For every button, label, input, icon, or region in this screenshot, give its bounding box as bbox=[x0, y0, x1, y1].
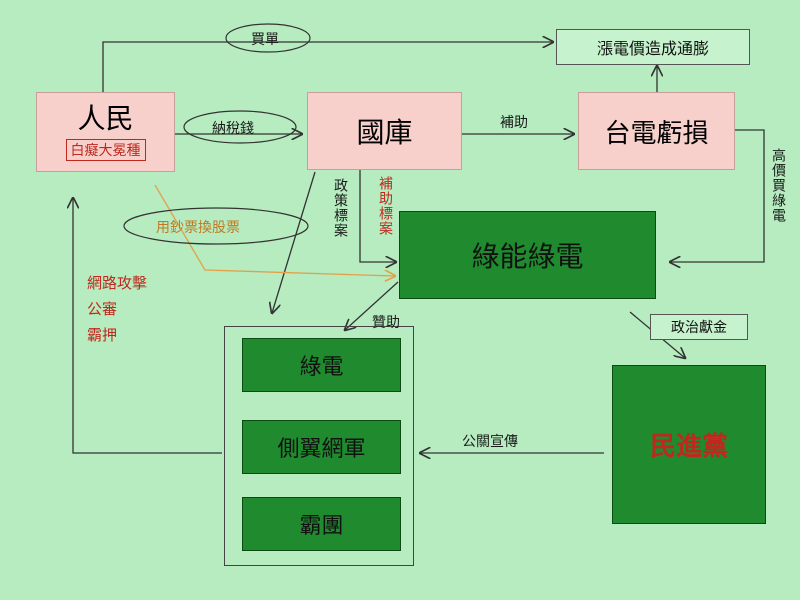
stack-container bbox=[224, 326, 414, 566]
label-pr: 公關宣傳 bbox=[462, 434, 518, 450]
label-buy-green-high: 高價買綠電 bbox=[770, 148, 786, 223]
label-sponsor: 贊助 bbox=[372, 315, 400, 331]
label-banknote-swap: 用鈔票換股票 bbox=[156, 220, 240, 236]
donation-box: 政治獻金 bbox=[650, 314, 748, 340]
ellipse-buy-bill bbox=[225, 23, 311, 53]
people-title: 人民 bbox=[77, 102, 134, 135]
stack-item-label: 霸團 bbox=[299, 514, 344, 539]
donation-label: 政治獻金 bbox=[671, 320, 727, 336]
treasury-box: 國庫 bbox=[307, 92, 462, 170]
people-box: 人民 白癡大冕種 bbox=[36, 92, 175, 172]
stack-item-label: 綠電 bbox=[299, 355, 344, 380]
taipower-box: 台電虧損 bbox=[578, 92, 735, 170]
party-box: 民進黨 bbox=[612, 365, 766, 524]
edge-stack-people bbox=[73, 198, 222, 454]
stack-item-label: 側翼網軍 bbox=[277, 437, 366, 462]
edge-green-stack bbox=[345, 281, 399, 330]
party-title: 民進黨 bbox=[649, 432, 728, 462]
label-policy-target: 政策標案 bbox=[332, 178, 348, 238]
attack-labels: 網路攻擊 公審 霸押 bbox=[87, 272, 147, 345]
label-pay-tax: 納稅錢 bbox=[212, 121, 254, 137]
inflation-title: 漲電價造成通膨 bbox=[596, 39, 709, 58]
taipower-title: 台電虧損 bbox=[604, 118, 709, 149]
label-subsidy: 補助 bbox=[500, 115, 528, 131]
people-subtitle: 白癡大冕種 bbox=[65, 139, 146, 161]
edge-taipower-green bbox=[670, 129, 765, 262]
attack-label-2: 公審 bbox=[87, 300, 118, 318]
edge-banknote-swap bbox=[154, 184, 395, 276]
inflation-box: 漲電價造成通膨 bbox=[556, 29, 750, 65]
attack-label-3: 霸押 bbox=[87, 326, 118, 344]
attack-label-1: 網路攻擊 bbox=[87, 274, 148, 292]
ellipse-pay-tax bbox=[183, 110, 297, 144]
edge-treasury-green bbox=[359, 170, 396, 262]
ellipse-banknote-swap bbox=[123, 207, 309, 245]
stack-item-green-power: 綠電 bbox=[242, 338, 401, 392]
treasury-title: 國庫 bbox=[356, 116, 413, 149]
green-energy-title: 綠能綠電 bbox=[471, 240, 584, 273]
stack-item-gang: 霸團 bbox=[242, 497, 401, 551]
edge-treasury-stack bbox=[272, 171, 316, 313]
stack-item-cyber-army: 側翼網軍 bbox=[242, 420, 401, 474]
green-energy-box: 綠能綠電 bbox=[399, 211, 656, 299]
edge-people-inflation bbox=[102, 42, 553, 92]
label-buy-bill: 買單 bbox=[251, 32, 279, 48]
label-subsidy-target: 補助標案 bbox=[377, 176, 393, 236]
